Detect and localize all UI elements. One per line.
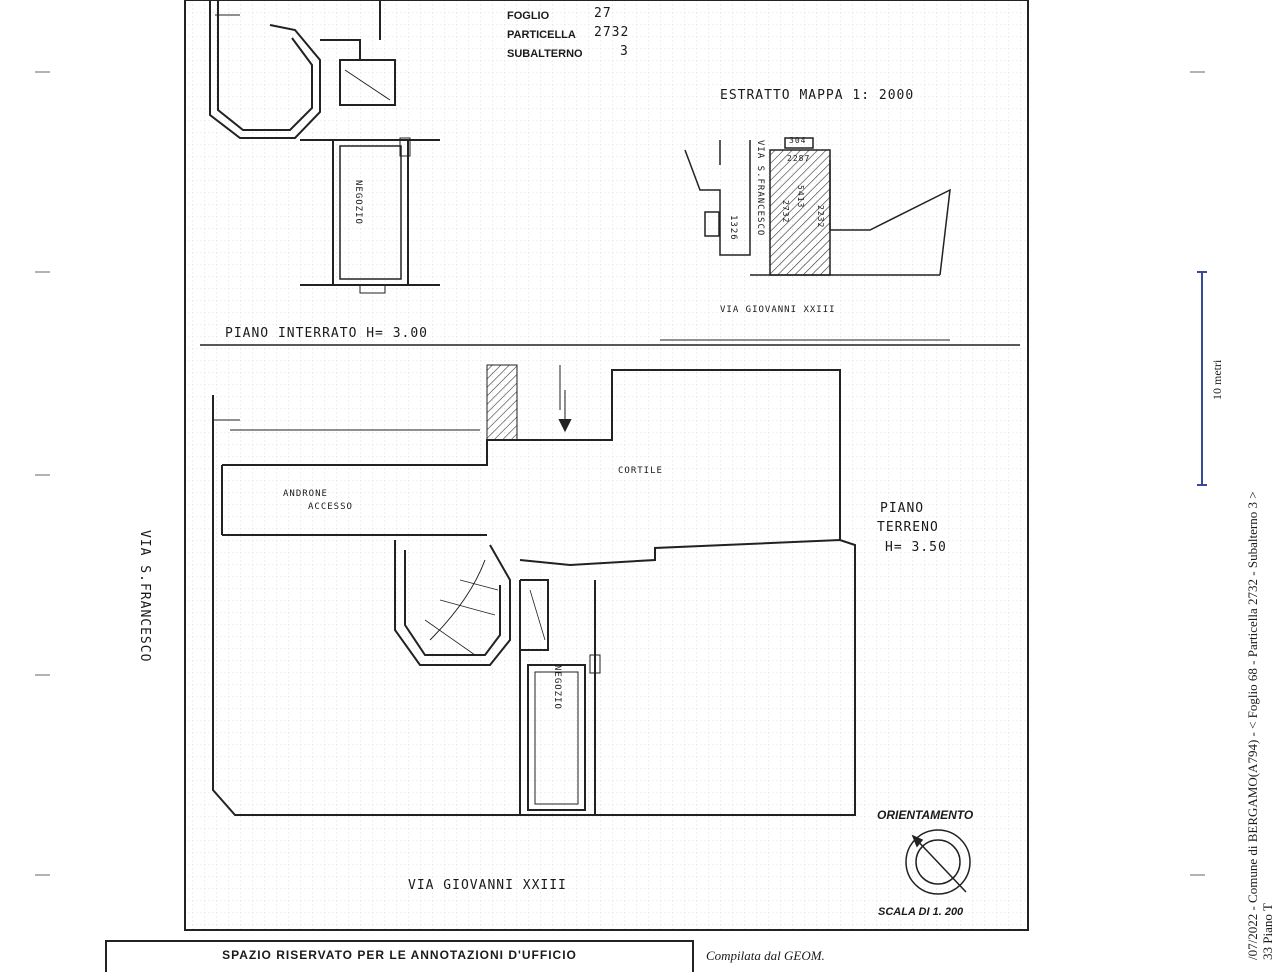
scala-label: SCALA DI 1. 200 — [878, 906, 964, 918]
office-annotations-box: SPAZIO RISERVATO PER LE ANNOTAZIONI D'UF… — [105, 940, 694, 972]
particella-value: 2732 — [594, 25, 630, 40]
piano-terreno-label-1: PIANO — [880, 501, 925, 516]
estratto-mappa — [660, 137, 951, 341]
piano-interrato-label: PIANO INTERRATO H= 3.00 — [225, 326, 429, 341]
piano-terreno-label-2: TERRENO — [877, 520, 939, 535]
via-giovanni-label: VIA GIOVANNI XXIII — [408, 878, 567, 893]
north-arrow — [905, 829, 971, 895]
via-s-francesco-map-label: VIA S.FRANCESCO — [755, 140, 765, 237]
via-giovanni-map-label: VIA GIOVANNI XXIII — [720, 305, 836, 315]
orientamento-label: ORIENTAMENTO — [877, 808, 974, 822]
cadastral-stamp-line-1: /07/2022 - Comune di BERGAMO(A794) - < F… — [1245, 491, 1260, 960]
scale-bar-label: 10 metri — [1210, 359, 1224, 400]
map-parcel-5413: 5413 — [796, 185, 805, 209]
negozio-lower-label: NEGOZIO — [552, 665, 562, 710]
map-parcel-2732: 2732 — [781, 200, 790, 224]
via-s-francesco-label: VIA S.FRANCESCO — [137, 530, 152, 663]
estratto-mappa-label: ESTRATTO MAPPA 1: 2000 — [720, 88, 915, 103]
androne-label: ANDRONE — [283, 489, 328, 499]
subalterno-value: 3 — [620, 44, 629, 59]
cortile-label: CORTILE — [618, 466, 663, 476]
piano-terreno-plan — [212, 364, 856, 816]
cadastral-stamp-line-2: 33 Piano T — [1260, 903, 1275, 960]
subalterno-label: SUBALTERNO — [507, 48, 583, 60]
map-parcel-2232: 2232 — [816, 205, 825, 229]
map-parcel-304: 304 — [789, 136, 807, 145]
scale-bar — [1197, 271, 1207, 486]
accesso-label: ACCESSO — [308, 502, 353, 512]
foglio-value: 27 — [594, 6, 612, 21]
map-parcel-2287: 2287 — [787, 154, 811, 163]
compilata-label: Compilata dal GEOM. — [706, 948, 825, 963]
negozio-upper-label: NEGOZIO — [353, 180, 363, 225]
foglio-label: FOGLIO — [507, 10, 550, 22]
particella-label: PARTICELLA — [507, 29, 576, 41]
map-parcel-1326: 1326 — [728, 215, 738, 241]
piano-terreno-label-3: H= 3.50 — [885, 540, 947, 555]
piano-interrato-plan — [209, 0, 440, 294]
